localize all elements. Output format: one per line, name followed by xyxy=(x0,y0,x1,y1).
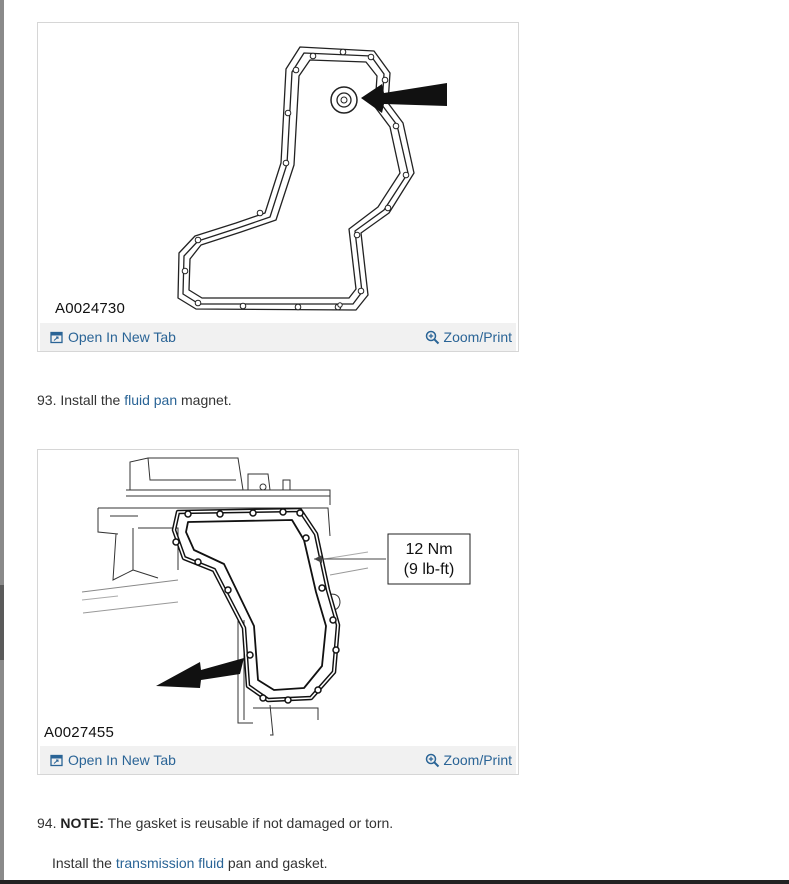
step-text: magnet. xyxy=(181,392,232,408)
zoom-in-icon xyxy=(425,753,439,767)
open-new-tab-link[interactable]: Open In New Tab xyxy=(50,752,176,768)
transmission-fluid-link[interactable]: transmission fluid xyxy=(115,855,224,871)
open-new-tab-link[interactable]: Open In New Tab xyxy=(50,329,176,345)
figure-code: A0024730 xyxy=(53,300,128,317)
note-label: NOTE: xyxy=(60,815,104,831)
open-new-tab-label: Open In New Tab xyxy=(68,329,176,345)
step-text: Install the xyxy=(52,855,112,871)
zoom-in-icon xyxy=(425,330,439,344)
figure-code: A0027455 xyxy=(42,724,117,741)
figure-toolbar: Open In New Tab Zoom/Print xyxy=(40,323,516,351)
zoom-print-link[interactable]: Zoom/Print xyxy=(425,752,512,768)
step-text: Install the xyxy=(60,392,121,408)
zoom-print-label: Zoom/Print xyxy=(443,752,512,768)
note-text: The gasket is reusable if not damaged or… xyxy=(107,815,394,831)
zoom-print-label: Zoom/Print xyxy=(443,329,512,345)
step-number: 93. xyxy=(37,392,57,408)
zoom-print-link[interactable]: Zoom/Print xyxy=(425,329,512,345)
step-94-instruction: Install the transmission fluid pan and g… xyxy=(52,855,328,871)
left-scroll-rule xyxy=(0,0,4,884)
open-new-tab-label: Open In New Tab xyxy=(68,752,176,768)
figure-toolbar: Open In New Tab Zoom/Print xyxy=(40,746,516,774)
bottom-border xyxy=(0,880,789,884)
torque-imperial: (9 lb-ft) xyxy=(404,561,455,578)
fluid-pan-link[interactable]: fluid pan xyxy=(124,392,178,408)
open-new-tab-icon xyxy=(50,331,63,343)
step-number: 94. xyxy=(37,815,57,831)
figure-pan-gasket-install: 12 Nm (9 lb-ft) A0027455 Open In New Tab… xyxy=(37,449,519,775)
open-new-tab-icon xyxy=(50,754,63,766)
scroll-thumb[interactable] xyxy=(0,585,4,660)
figure-fluid-pan-magnet: A0024730 Open In New Tab Zoom/Print xyxy=(37,22,519,352)
step-94-note: 94. NOTE: The gasket is reusable if not … xyxy=(37,815,393,831)
pan-gasket-illustration: 12 Nm (9 lb-ft) xyxy=(81,457,471,736)
fluid-pan-magnet-illustration xyxy=(177,46,447,311)
torque-metric: 12 Nm xyxy=(405,541,452,558)
step-93: 93. Install the fluid pan magnet. xyxy=(37,392,232,408)
step-text: pan and gasket. xyxy=(227,855,328,871)
